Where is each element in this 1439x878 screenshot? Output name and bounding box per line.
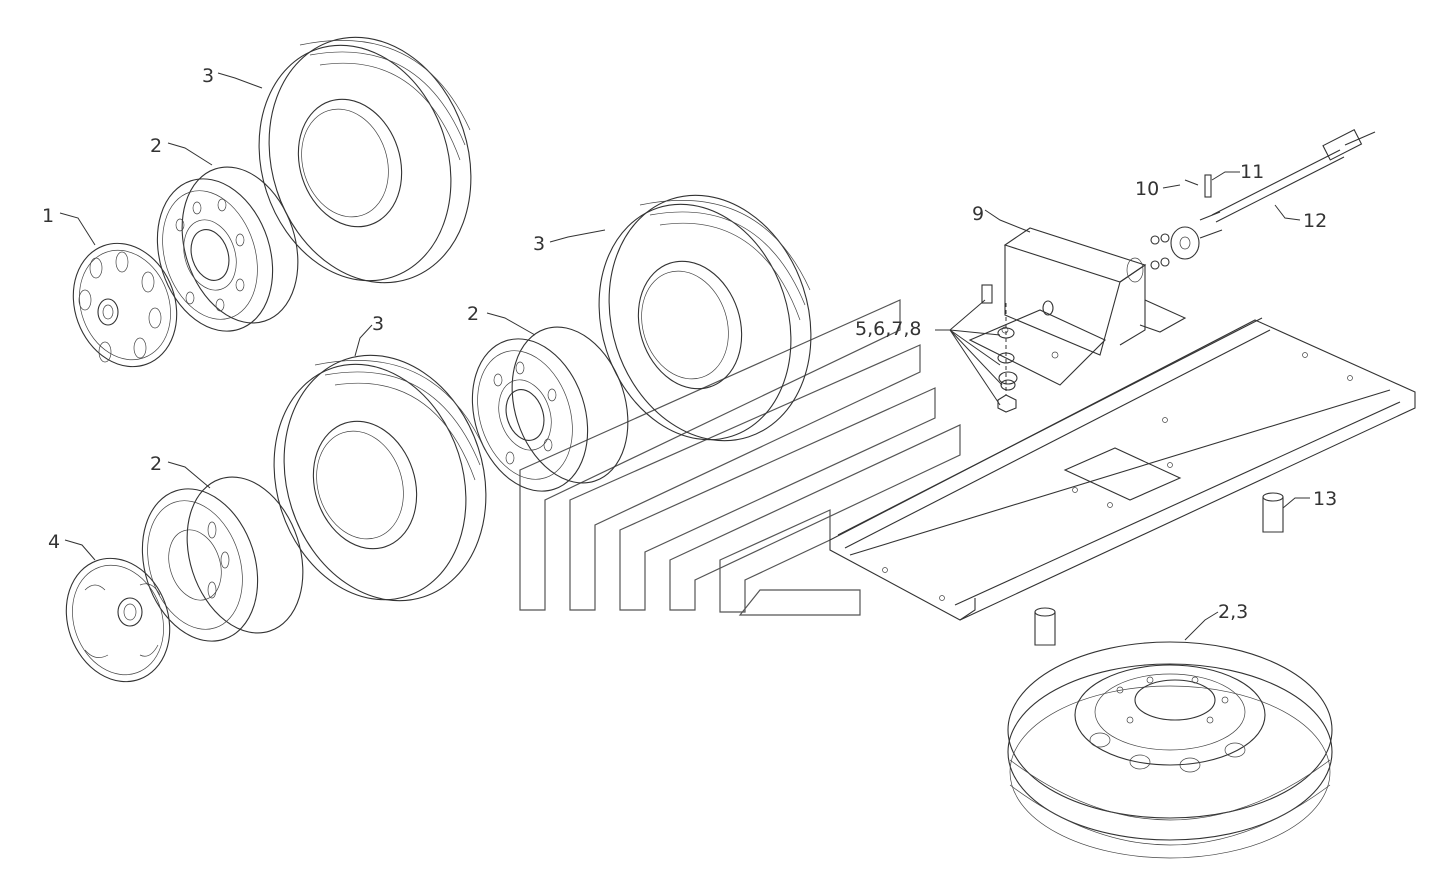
callout-2-middle: 2 <box>467 303 479 325</box>
rim-part-2-middle <box>471 326 629 492</box>
callout-2-3: 2,3 <box>1218 601 1248 623</box>
callout-5-6-7-8: 5,6,7,8 <box>855 318 921 340</box>
pins-part-10-11 <box>1150 174 1223 270</box>
callout-9: 9 <box>972 203 984 225</box>
tire-part-3-middle <box>598 194 812 442</box>
callout-11: 11 <box>1240 161 1264 183</box>
callout-3-lower: 3 <box>372 313 384 335</box>
callout-labels: 1 2 3 3 2 3 2 4 9 5,6,7,8 10 11 12 13 2,… <box>42 65 1337 623</box>
watermark-logo <box>519 299 961 616</box>
standoff-part-13 <box>1034 492 1284 646</box>
callout-10: 10 <box>1135 178 1159 200</box>
spare-wheel-assembly-part-2-3 <box>1007 641 1333 859</box>
callout-2-top: 2 <box>150 135 162 157</box>
rim-part-2-top <box>156 166 299 332</box>
callout-1: 1 <box>42 205 54 227</box>
callout-2-lower: 2 <box>150 453 162 475</box>
crank-rod-part-12 <box>1211 129 1376 223</box>
tire-part-3-top <box>258 36 472 284</box>
rim-part-2-lower <box>141 476 304 642</box>
callout-12: 12 <box>1303 210 1327 232</box>
fasteners-part-5-8 <box>981 284 1018 413</box>
callout-13: 13 <box>1313 488 1337 510</box>
bracket-part-9 <box>968 227 1187 386</box>
callout-4: 4 <box>48 531 60 553</box>
tire-part-3-lower <box>273 354 487 602</box>
callout-3-top: 3 <box>202 65 214 87</box>
callout-leaders <box>59 72 1310 641</box>
spare-wheel-carrier-frame <box>829 317 1416 621</box>
hub-cap-part-1 <box>72 242 178 368</box>
hub-cap-part-4 <box>65 557 171 683</box>
callout-3-middle: 3 <box>533 233 545 255</box>
